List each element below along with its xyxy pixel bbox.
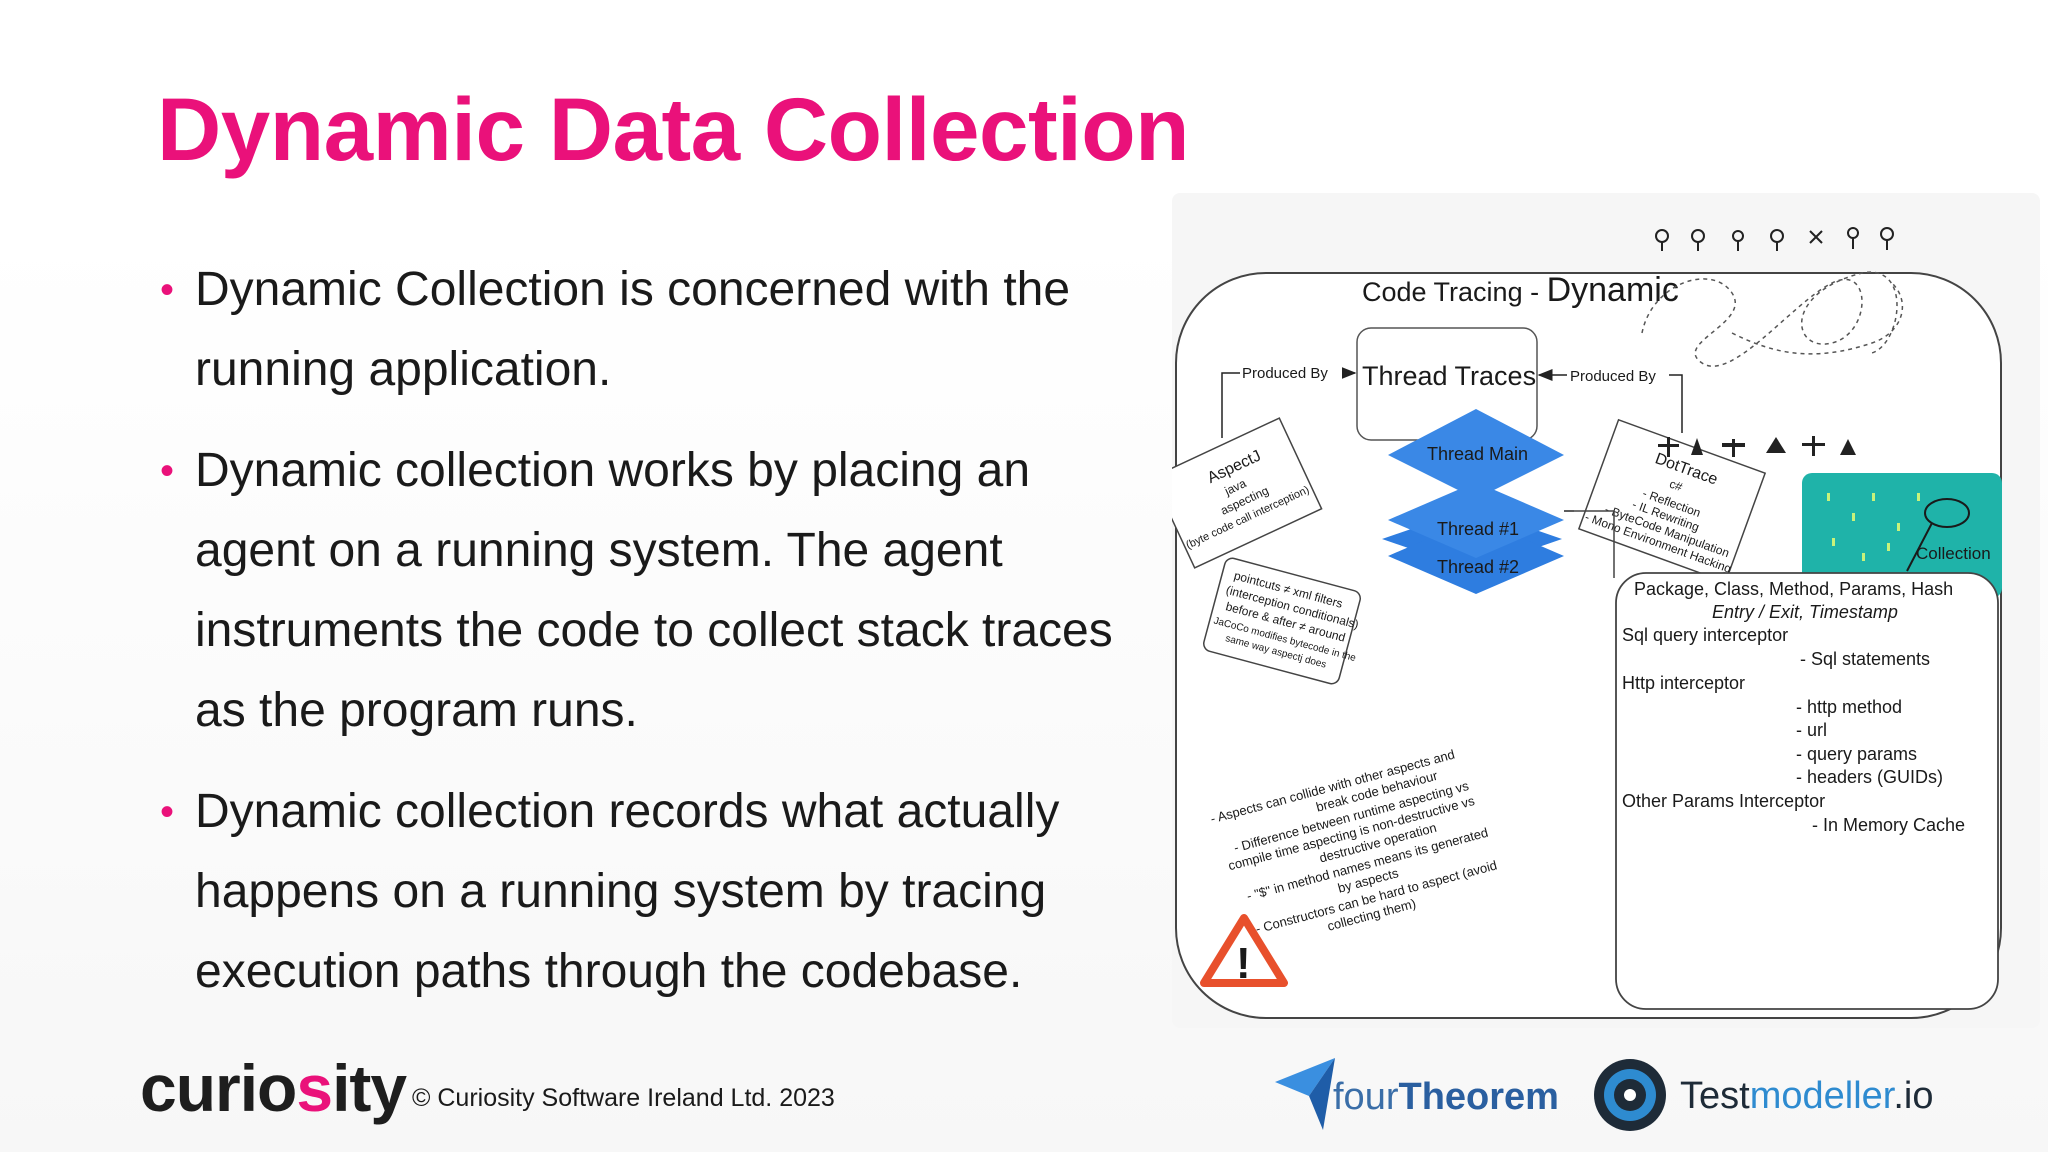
- threads-to-details-connector: [1564, 510, 1615, 578]
- curiosity-logo: curiosity: [140, 1050, 407, 1126]
- bullet-item: • Dynamic collection works by placing an …: [160, 431, 1150, 751]
- sql-item: - Sql statements: [1800, 649, 1930, 669]
- x-mark-icon: [1809, 230, 1823, 244]
- copyright-text: © Curiosity Software Ireland Ltd. 2023: [412, 1084, 835, 1112]
- http-item: - url: [1796, 720, 1827, 740]
- airplane-icon: [1658, 437, 1679, 457]
- airplane-icon: [1802, 436, 1825, 456]
- testmodeller-wordmark: Testmodeller.io: [1680, 1075, 1934, 1117]
- fourtheorem-wordmark: fourTheorem: [1333, 1076, 1559, 1118]
- testmodeller-logo: Testmodeller.io: [1590, 1055, 1933, 1135]
- airplane-icon: [1722, 439, 1745, 457]
- butterfly-net-icon: [1906, 498, 1970, 572]
- fourtheorem-logo: fourTheorem: [1275, 1052, 1559, 1132]
- pointcuts-note: pointcuts ≠ xml filters (interception co…: [1203, 557, 1361, 685]
- map-pin-icon: [1691, 229, 1705, 251]
- bullet-text: Dynamic Collection is concerned with the…: [195, 263, 1071, 396]
- bullet-dot: •: [160, 449, 175, 493]
- logo-text: curio: [140, 1051, 297, 1125]
- collection-label: Collection: [1916, 544, 1991, 563]
- details-header-2: Entry / Exit, Timestamp: [1712, 602, 1898, 622]
- diagram-heading: Code Tracing - Dynamic: [1362, 271, 1679, 309]
- thread-traces-label: Thread Traces: [1362, 361, 1536, 391]
- bullet-dot: •: [160, 790, 175, 834]
- sql-interceptor: Sql query interceptor: [1622, 625, 1788, 645]
- airplane-icon: [1691, 438, 1703, 455]
- dashed-flight-paths: [1641, 271, 1898, 367]
- map-pin-icon: [1732, 230, 1744, 251]
- produced-by-left-label: Produced By: [1242, 365, 1328, 382]
- bullet-list: • Dynamic Collection is concerned with th…: [160, 250, 1150, 1033]
- dottrace-lang: c#: [1668, 477, 1685, 495]
- map-pin-icon: [1655, 229, 1669, 251]
- details-box: [1615, 572, 1999, 1010]
- airplane-icons: [1658, 436, 1856, 457]
- warning-triangle-icon: !: [1200, 914, 1288, 988]
- details-header-1: Package, Class, Method, Params, Hash: [1634, 579, 1953, 599]
- http-item: - query params: [1796, 744, 1917, 764]
- http-item: - http method: [1796, 697, 1902, 717]
- collection-tile: [1802, 473, 2002, 598]
- produced-by-right-label: Produced By: [1570, 368, 1656, 385]
- other-item: - In Memory Cache: [1812, 815, 1965, 835]
- thread-2-label: Thread #2: [1437, 557, 1519, 577]
- bullet-item: • Dynamic collection records what actuall…: [160, 772, 1150, 1012]
- map-pin-icon: [1847, 227, 1859, 249]
- thread-1-diamond: [1388, 482, 1564, 558]
- warning-symbol: !: [1236, 939, 1251, 988]
- bullet-item: • Dynamic Collection is concerned with th…: [160, 250, 1150, 410]
- thread-main-label: Thread Main: [1427, 444, 1528, 464]
- logo-accent: s: [296, 1051, 333, 1125]
- fourtheorem-arrow-icon: [1275, 1058, 1335, 1130]
- airplane-icon: [1840, 439, 1856, 455]
- bullet-text: Dynamic collection works by placing an a…: [195, 444, 1113, 737]
- map-pin-icon: [1880, 227, 1894, 250]
- http-interceptor: Http interceptor: [1622, 673, 1745, 693]
- thread-1-label: Thread #1: [1437, 519, 1519, 539]
- route-icons: [1655, 227, 1894, 251]
- airplane-icon: [1766, 437, 1786, 453]
- map-pin-icon: [1770, 229, 1784, 251]
- collection-confetti: [1827, 493, 1920, 561]
- http-item: - headers (GUIDs): [1796, 767, 1943, 787]
- aspectj-box: AspectJ java aspecting (byte code call i…: [1172, 417, 1323, 569]
- bullet-text: Dynamic collection records what actually…: [195, 785, 1060, 998]
- thread-main-diamond: [1388, 409, 1564, 499]
- other-interceptor: Other Params Interceptor: [1622, 791, 1825, 811]
- logo-text: ity: [332, 1051, 407, 1125]
- slide-title: Dynamic Data Collection: [157, 79, 1190, 179]
- code-tracing-diagram: Code Tracing - Dynamic Thread Traces Pro…: [1172, 193, 2040, 1028]
- testmodeller-badge-icon: [1594, 1059, 1666, 1131]
- bullet-dot: •: [160, 268, 175, 312]
